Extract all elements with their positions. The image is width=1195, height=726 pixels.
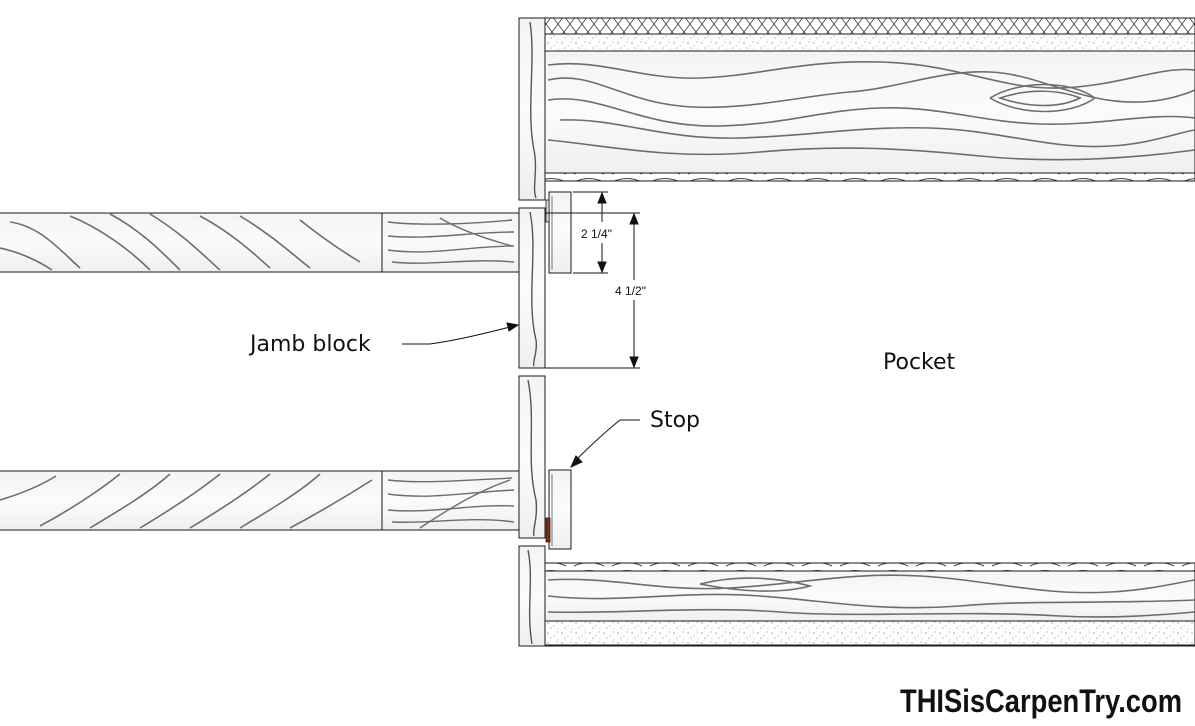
- top-wall-wood-grain: [547, 61, 1195, 161]
- top-wall: [544, 17, 1195, 182]
- bottom-wall-drywall-layer: [544, 620, 1195, 646]
- top-wall-mesh-layer: [544, 17, 1195, 35]
- dimension-4-1-2: [545, 212, 640, 369]
- stop-leader: [569, 419, 640, 469]
- top-wall-stud: [544, 50, 1195, 174]
- lower-wall-end-board: [518, 545, 546, 647]
- lower-door-stop: [548, 469, 572, 550]
- jamb-assembly: [518, 17, 572, 647]
- dimension-2-1-4: [573, 191, 608, 274]
- pocket-label: Pocket: [883, 350, 956, 375]
- lower-jamb-block: [518, 375, 546, 539]
- bottom-wall-top-strip: [544, 562, 1195, 572]
- upper-stop-strip: [545, 199, 550, 223]
- upper-wall-end-board: [518, 17, 546, 201]
- upper-door-stop: [548, 191, 572, 274]
- top-wall-drywall-layer: [544, 33, 1195, 52]
- left-lower-stud-long: [0, 470, 383, 531]
- bottom-wall-wood-grain: [547, 574, 1195, 618]
- jamb-block-label: Jamb block: [248, 332, 371, 357]
- top-wall-bottom-strip: [544, 172, 1195, 182]
- dimension-large-label: 4 1/2": [615, 284, 646, 298]
- left-upper-stud-long: [0, 212, 383, 273]
- bottom-wall: [519, 562, 1195, 647]
- lower-stop-strip: [545, 517, 551, 543]
- dimension-small-label: 2 1/4": [581, 227, 612, 241]
- stop-label: Stop: [650, 408, 700, 433]
- jamb-block-leader: [402, 322, 520, 345]
- left-lower-stud-wall: [0, 470, 520, 531]
- left-upper-stud-wall: [0, 212, 520, 273]
- site-watermark: THISisCarpenTry.com: [900, 683, 1182, 719]
